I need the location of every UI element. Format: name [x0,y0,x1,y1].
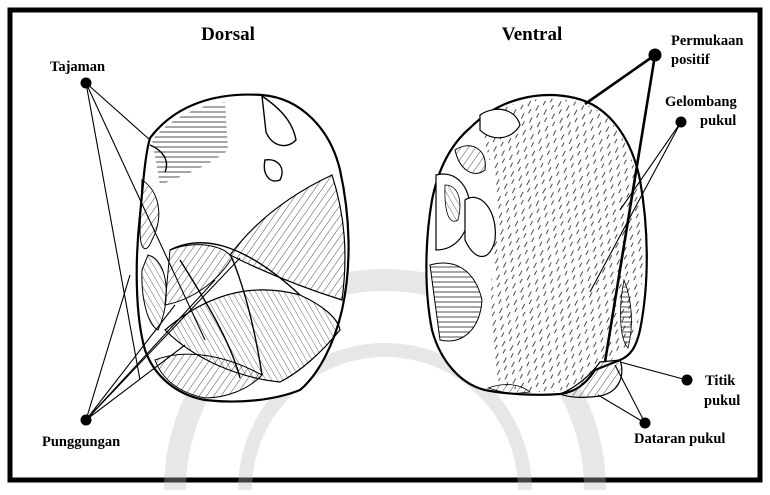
leaders-titik [620,362,693,386]
label-titik-line2: pukul [704,393,740,409]
pointer-dot-dataran [640,418,651,429]
label-permukaan-line1: Permukaan [671,33,744,49]
label-gelombang-line2: pukul [700,113,736,129]
dorsal-flake [137,95,349,402]
label-titik-line1: Titik [705,373,736,389]
pointer-dot-tajaman [81,78,92,89]
title-dorsal: Dorsal [201,24,255,45]
label-gelombang-line1: Gelombang [665,94,737,110]
label-permukaan-line2: positif [671,52,710,68]
label-punggungan: Punggungan [42,434,120,450]
pointer-dot-permukaan [649,49,662,62]
pointer-dot-gelombang [676,117,687,128]
pointer-dot-titik [682,375,693,386]
label-tajaman: Tajaman [50,59,105,75]
ventral-flake [426,95,646,397]
title-ventral: Ventral [502,24,563,45]
pointer-dot-punggungan [81,415,92,426]
label-dataran: Dataran pukul [634,431,725,447]
